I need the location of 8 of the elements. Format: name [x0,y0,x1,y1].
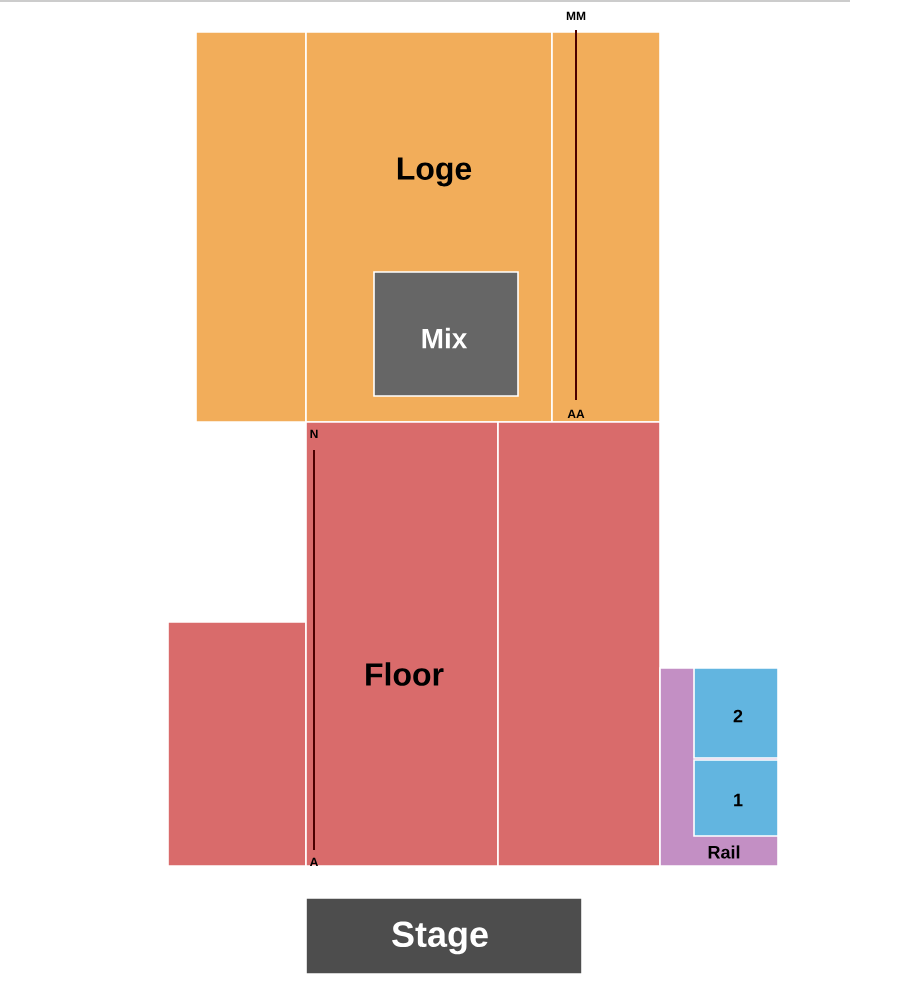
loge-section [551,31,661,423]
loge-section [195,31,307,423]
floor-section [497,421,661,867]
floor-section [167,621,307,867]
box-section: 1 [693,759,779,837]
stage: Stage [305,897,583,975]
mix-box: Mix [373,271,519,397]
box-section: 2 [693,667,779,759]
